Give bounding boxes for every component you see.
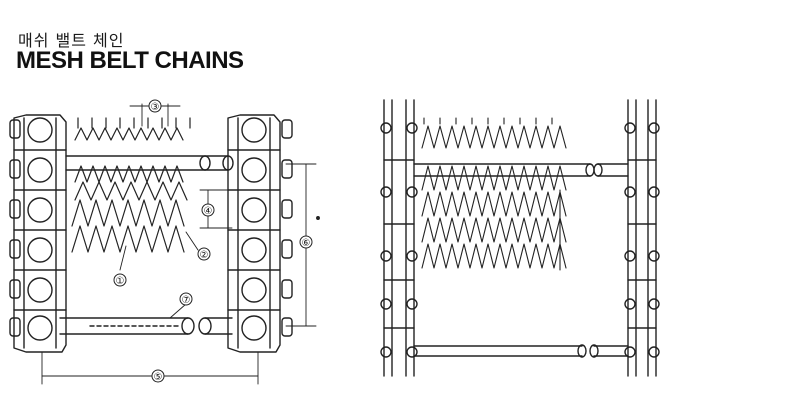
right-chain	[227, 114, 293, 353]
right-drawing-mesh	[421, 117, 567, 271]
right-drawing-rod-lower	[413, 344, 629, 358]
cross-rod-upper	[65, 155, 234, 171]
mesh-spirals	[71, 117, 191, 253]
page-subtitle-korean: 매쉬 밸트 체인	[18, 31, 125, 50]
callout-label-3: ③	[151, 102, 160, 113]
left-drawing	[9, 99, 320, 385]
callout-label-2: ②	[200, 250, 209, 261]
page-title: MESH BELT CHAINS	[16, 47, 244, 74]
left-chain	[9, 114, 67, 353]
right-drawing-right-chain	[624, 99, 660, 377]
right-drawing-rod-upper	[413, 163, 629, 177]
callout-label-7: ⑦	[182, 295, 191, 306]
dimension-lines	[41, 103, 320, 385]
callout-label-1: ①	[116, 276, 125, 287]
cross-rod-lower	[59, 317, 233, 335]
right-drawing-left-chain	[380, 99, 418, 377]
right-drawing	[380, 99, 660, 377]
callout-label-6: ⑥	[302, 238, 311, 249]
callout-circles	[113, 99, 313, 383]
callout-label-4: ④	[204, 206, 213, 217]
callout-label-5: ⑤	[154, 372, 163, 383]
